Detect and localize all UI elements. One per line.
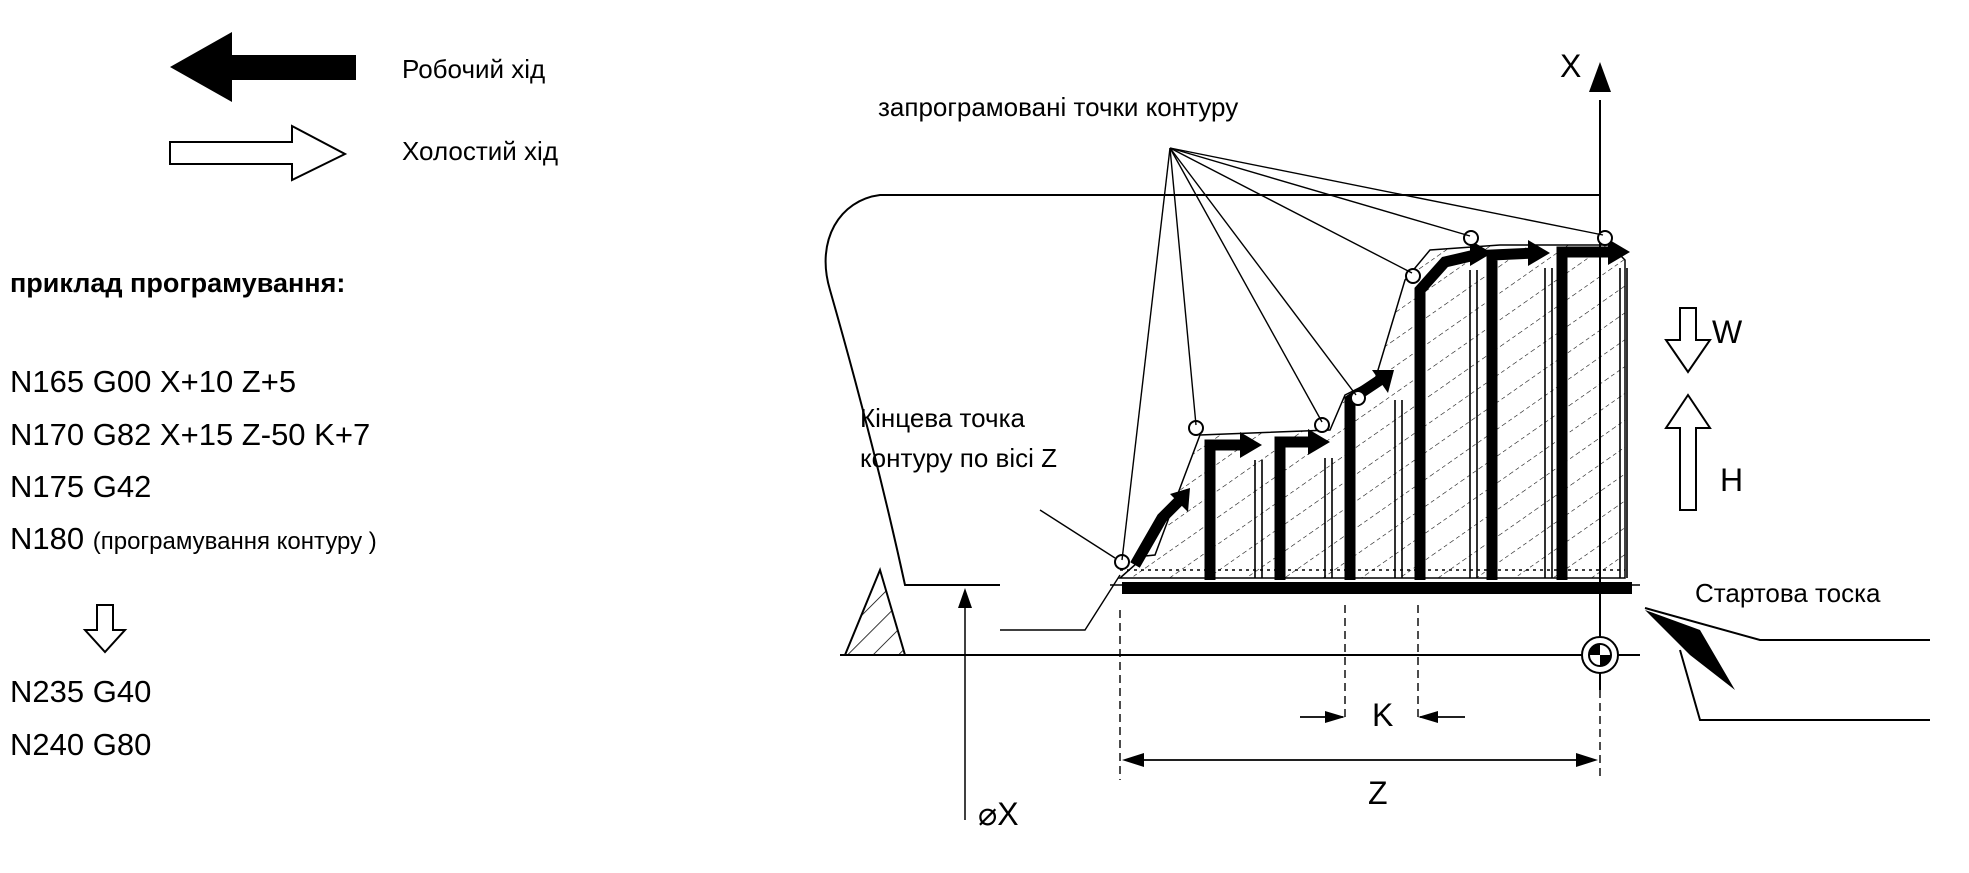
start-point-icon [1581,636,1619,674]
continuation-down-arrow-icon [82,604,128,654]
endpoint-label-line1: Кінцева точка [860,403,1026,433]
start-point-label: Стартова тоска [1695,578,1881,608]
endpoint-label-line2: контуру по вісі Z [860,443,1058,473]
program-line: N240 G80 [10,727,152,762]
program-heading: приклад програмування: [10,268,346,298]
x-axis-label: X [1560,48,1582,84]
w-arrow-icon [1664,307,1712,374]
program-line-n180: N180 (програмування контуру ) [10,519,377,562]
turning-cycle-diagram [824,62,1930,820]
working-stroke-arrow-icon [170,32,356,102]
roughing-passes [1130,246,1615,580]
material-region [1118,244,1626,579]
program-line: N235 G40 [10,674,152,709]
program-line: N165 G00 X+10 Z+5 [10,364,297,399]
contour-point-leaders [1121,147,1604,561]
program-line-n180-code: N180 [10,521,85,556]
h-arrow-icon [1664,393,1712,511]
idle-stroke-arrow-icon [169,124,348,182]
diam-x-label: ⌀X [978,796,1019,832]
x-axis-arrowhead-icon [1589,62,1611,92]
cutting-tool-icon [1645,610,1735,690]
w-label: W [1712,314,1743,350]
chuck-jaw-hatched [843,566,907,656]
h-label: H [1720,462,1744,498]
contour-points [1114,230,1613,570]
pass-arrowheads-icon [1170,239,1630,512]
z-dimension-label: Z [1368,775,1388,811]
program-line: N170 G82 X+15 Z-50 K+7 [10,417,371,452]
chuck-outline [824,194,1600,586]
legend-idle-stroke-label: Холостий хід [402,136,558,166]
program-line-n180-comment: (програмування контуру ) [92,528,377,555]
tool-holder [1644,607,1930,721]
legend-working-stroke-label: Робочий хід [402,54,546,84]
contour-points-label: запрограмовані точки контуру [878,92,1239,122]
k-dimension-label: K [1372,697,1394,733]
program-line: N175 G42 [10,469,152,504]
idle-return-strokes [1254,268,1628,578]
